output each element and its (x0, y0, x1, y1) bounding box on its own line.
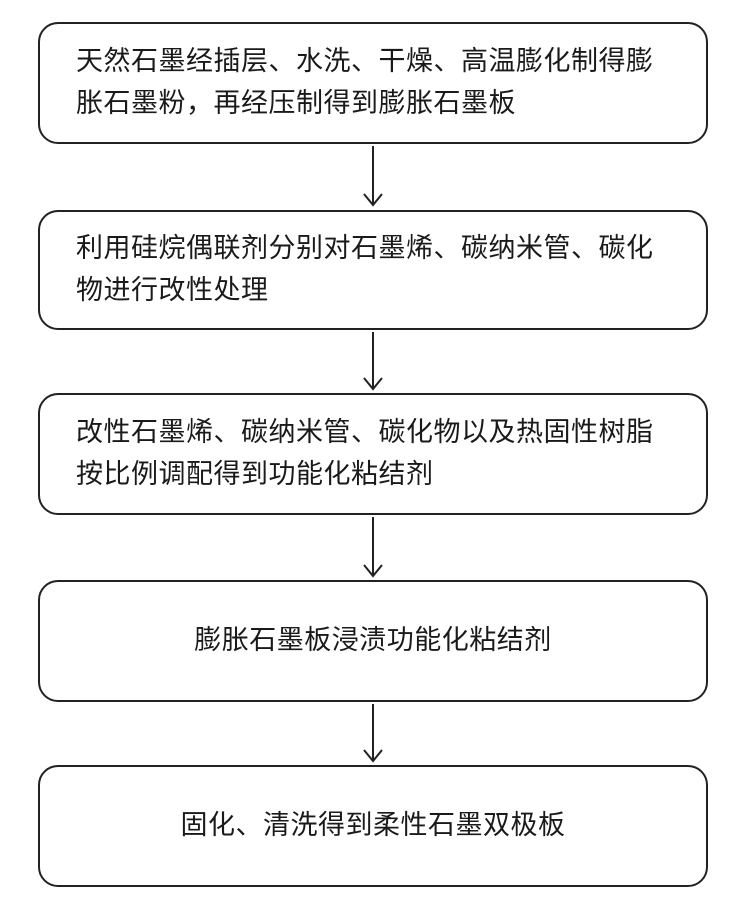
process-step-2-text: 利用硅烷偶联剂分别对石墨烯、碳纳米管、碳化物进行改性处理 (40, 228, 706, 312)
process-step-4-text: 膨胀石墨板浸渍功能化粘结剂 (158, 620, 588, 662)
process-step-5: 固化、清洗得到柔性石墨双极板 (38, 765, 708, 887)
process-step-3: 改性石墨烯、碳纳米管、碳化物以及热固性树脂按比例调配得到功能化粘结剂 (38, 393, 708, 515)
process-step-3-text: 改性石墨烯、碳纳米管、碳化物以及热固性树脂按比例调配得到功能化粘结剂 (40, 412, 706, 496)
process-step-5-text: 固化、清洗得到柔性石墨双极板 (145, 805, 602, 847)
flow-arrow-2 (360, 332, 386, 392)
process-step-1-text: 天然石墨经插层、水洗、干燥、高温膨化制得膨胀石墨粉，再经压制得到膨胀石墨板 (40, 41, 706, 125)
flow-arrow-3 (360, 517, 386, 579)
process-step-1: 天然石墨经插层、水洗、干燥、高温膨化制得膨胀石墨粉，再经压制得到膨胀石墨板 (38, 22, 708, 144)
flow-arrow-1 (360, 146, 386, 208)
process-step-2: 利用硅烷偶联剂分别对石墨烯、碳纳米管、碳化物进行改性处理 (38, 210, 708, 330)
flow-arrow-4 (360, 704, 386, 764)
process-step-4: 膨胀石墨板浸渍功能化粘结剂 (38, 580, 708, 702)
